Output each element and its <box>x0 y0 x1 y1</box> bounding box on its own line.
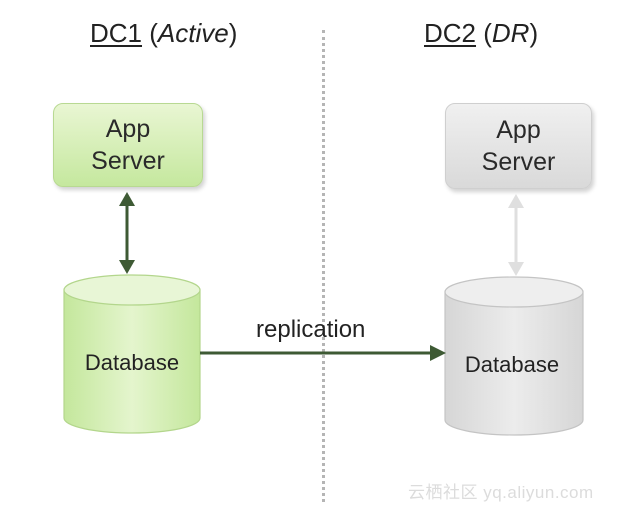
dc1-app-server-line1: App <box>105 115 151 143</box>
replication-label: replication <box>256 316 366 343</box>
dc1-name: DC1 <box>90 18 143 48</box>
dc1-app-server-line2: Server <box>91 147 165 175</box>
dc2-role: DR <box>491 18 530 48</box>
dc2-database-cylinder <box>444 276 584 436</box>
dc2-database-label: Database <box>464 352 560 377</box>
dc2-app-server-line1: App <box>496 116 541 144</box>
dc2-app-db-arrow <box>508 194 524 276</box>
replication-arrow <box>200 345 446 361</box>
dc1-app-db-arrow <box>119 192 135 274</box>
dc1-heading: DC1 (Active) <box>90 18 238 48</box>
dc1-database-cylinder <box>63 274 201 434</box>
watermark: 云栖社区 yq.aliyun.com <box>408 483 594 502</box>
dc1-role: Active <box>157 18 229 48</box>
dc2-name: DC2 <box>424 18 477 48</box>
dc2-heading: DC2 (DR) <box>424 18 539 48</box>
dc2-app-server-box: App Server <box>445 103 592 189</box>
dc1-database-label: Database <box>84 350 180 375</box>
dc2-app-server-line2: Server <box>481 148 556 176</box>
datacenter-divider <box>322 30 325 502</box>
dc1-app-server-box: App Server <box>53 103 203 187</box>
